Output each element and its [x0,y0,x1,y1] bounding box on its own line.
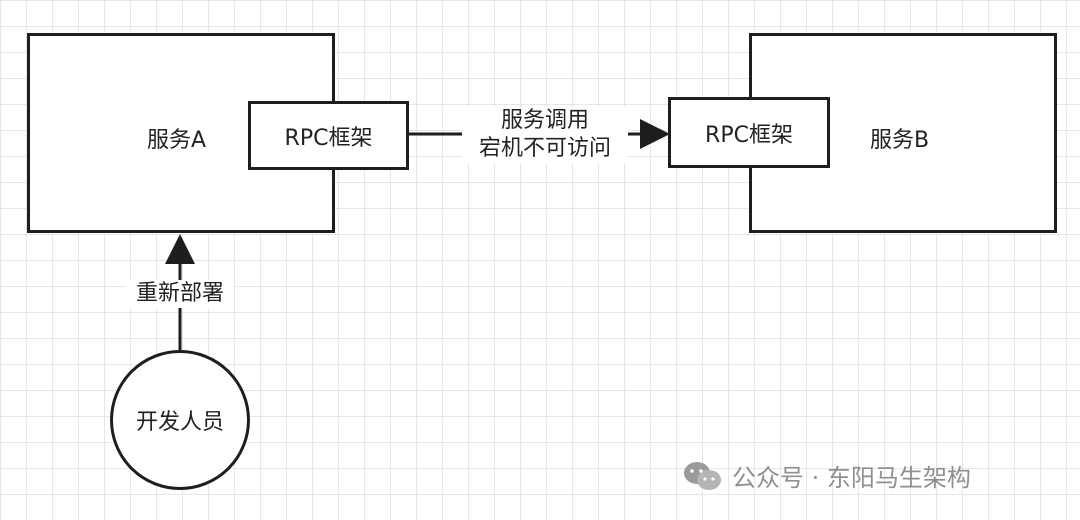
edge-dev-to-a-label: 重新部署 [126,280,234,308]
edge-a-to-b-label: 服务调用 宕机不可访问 [462,107,628,163]
service-a-label: 服务A [147,128,207,153]
developer-label: 开发人员 [135,410,224,435]
service-b-rpc-label: RPC框架 [705,122,793,148]
edge-a-to-b-line1: 服务调用 [500,108,589,133]
service-a-rpc-box: RPC框架 [248,101,409,170]
watermark: 公众号 · 东阳马生架构 [682,458,971,493]
wechat-icon [684,461,721,490]
service-b-rpc-box: RPC框架 [668,97,830,168]
edge-a-to-b-line2: 宕机不可访问 [478,136,611,161]
service-b-label: 服务B [870,128,930,153]
service-b-box: 服务B [749,33,1057,233]
service-a-rpc-label: RPC框架 [284,125,373,151]
watermark-text: 公众号 · 东阳马生架构 [732,464,971,492]
developer-node: 开发人员 [110,350,250,490]
